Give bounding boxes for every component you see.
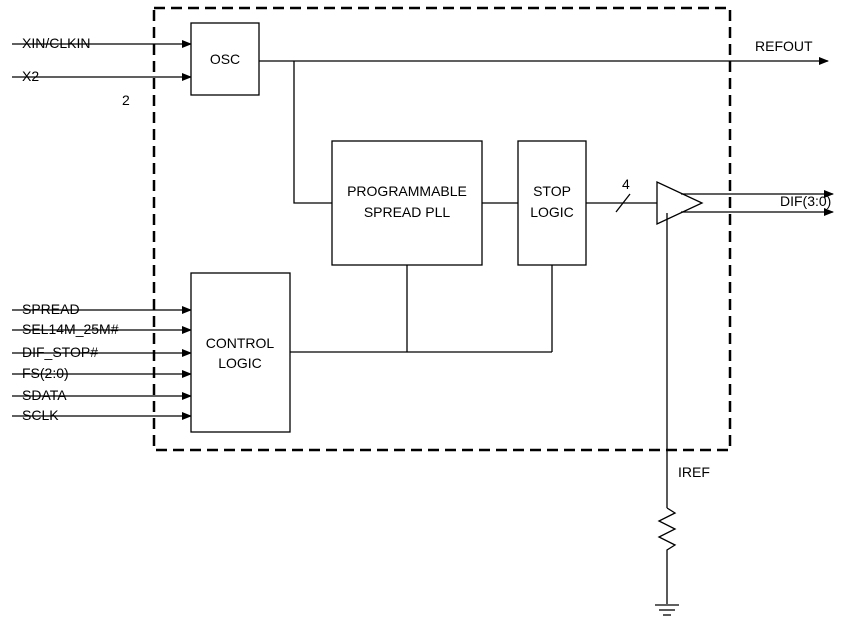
control-logic-block [190, 272, 291, 433]
refout-label: REFOUT [755, 38, 813, 54]
pll-block [331, 140, 483, 266]
sel-label: SEL14M_25M# [22, 321, 119, 337]
ctrl-label-line2: LOGIC [218, 355, 262, 371]
difstop-label: DIF_STOP# [22, 344, 98, 360]
bus-width-label: 4 [622, 176, 630, 192]
stop-label-line2: LOGIC [530, 204, 574, 220]
osc-to-pll-wire [293, 61, 332, 204]
sclk-label: SCLK [22, 407, 59, 423]
osc-label: OSC [210, 51, 240, 67]
osc-block [190, 22, 260, 96]
spread-label: SPREAD [22, 301, 80, 317]
stop-label-line1: STOP [533, 183, 571, 199]
pll-label-line2: SPREAD PLL [364, 204, 451, 220]
input-wires [12, 40, 192, 420]
fs-label: FS(2:0) [22, 365, 69, 381]
output-buffer [656, 180, 704, 226]
control-wires [290, 265, 553, 353]
stop-logic-block [517, 140, 587, 266]
iref-label: IREF [678, 464, 710, 480]
resistor-icon [657, 507, 677, 604]
xin-label: XIN/CLKIN [22, 35, 90, 51]
sdata-label: SDATA [22, 387, 67, 403]
ctrl-label-line1: CONTROL [206, 335, 275, 351]
ground-icon [655, 604, 679, 616]
pll-label-line1: PROGRAMMABLE [347, 183, 467, 199]
x2-pin-count: 2 [122, 92, 130, 108]
dif-label: DIF(3:0) [780, 193, 831, 209]
x2-label: X2 [22, 68, 39, 84]
bus-slash [615, 193, 631, 213]
